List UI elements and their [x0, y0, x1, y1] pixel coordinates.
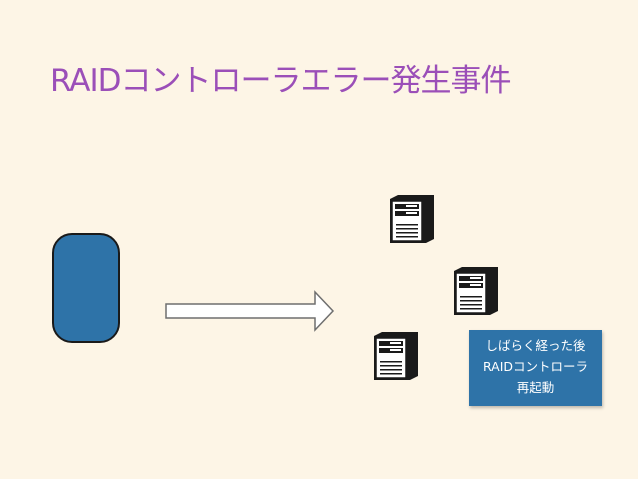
slide-title: RAIDコントローラエラー発生事件 — [50, 63, 512, 99]
server-icon — [388, 193, 438, 245]
note-line-2: RAIDコントローラ — [482, 359, 589, 374]
note-line-1: しばらく経った後 — [485, 338, 586, 353]
note-line-3: 再起動 — [516, 380, 555, 395]
storage-device-shape — [52, 233, 120, 343]
server-icon — [452, 265, 502, 317]
right-arrow-icon — [165, 290, 335, 336]
server-icon — [372, 330, 422, 382]
restart-note-box: しばらく経った後 RAIDコントローラ 再起動 — [469, 330, 602, 406]
